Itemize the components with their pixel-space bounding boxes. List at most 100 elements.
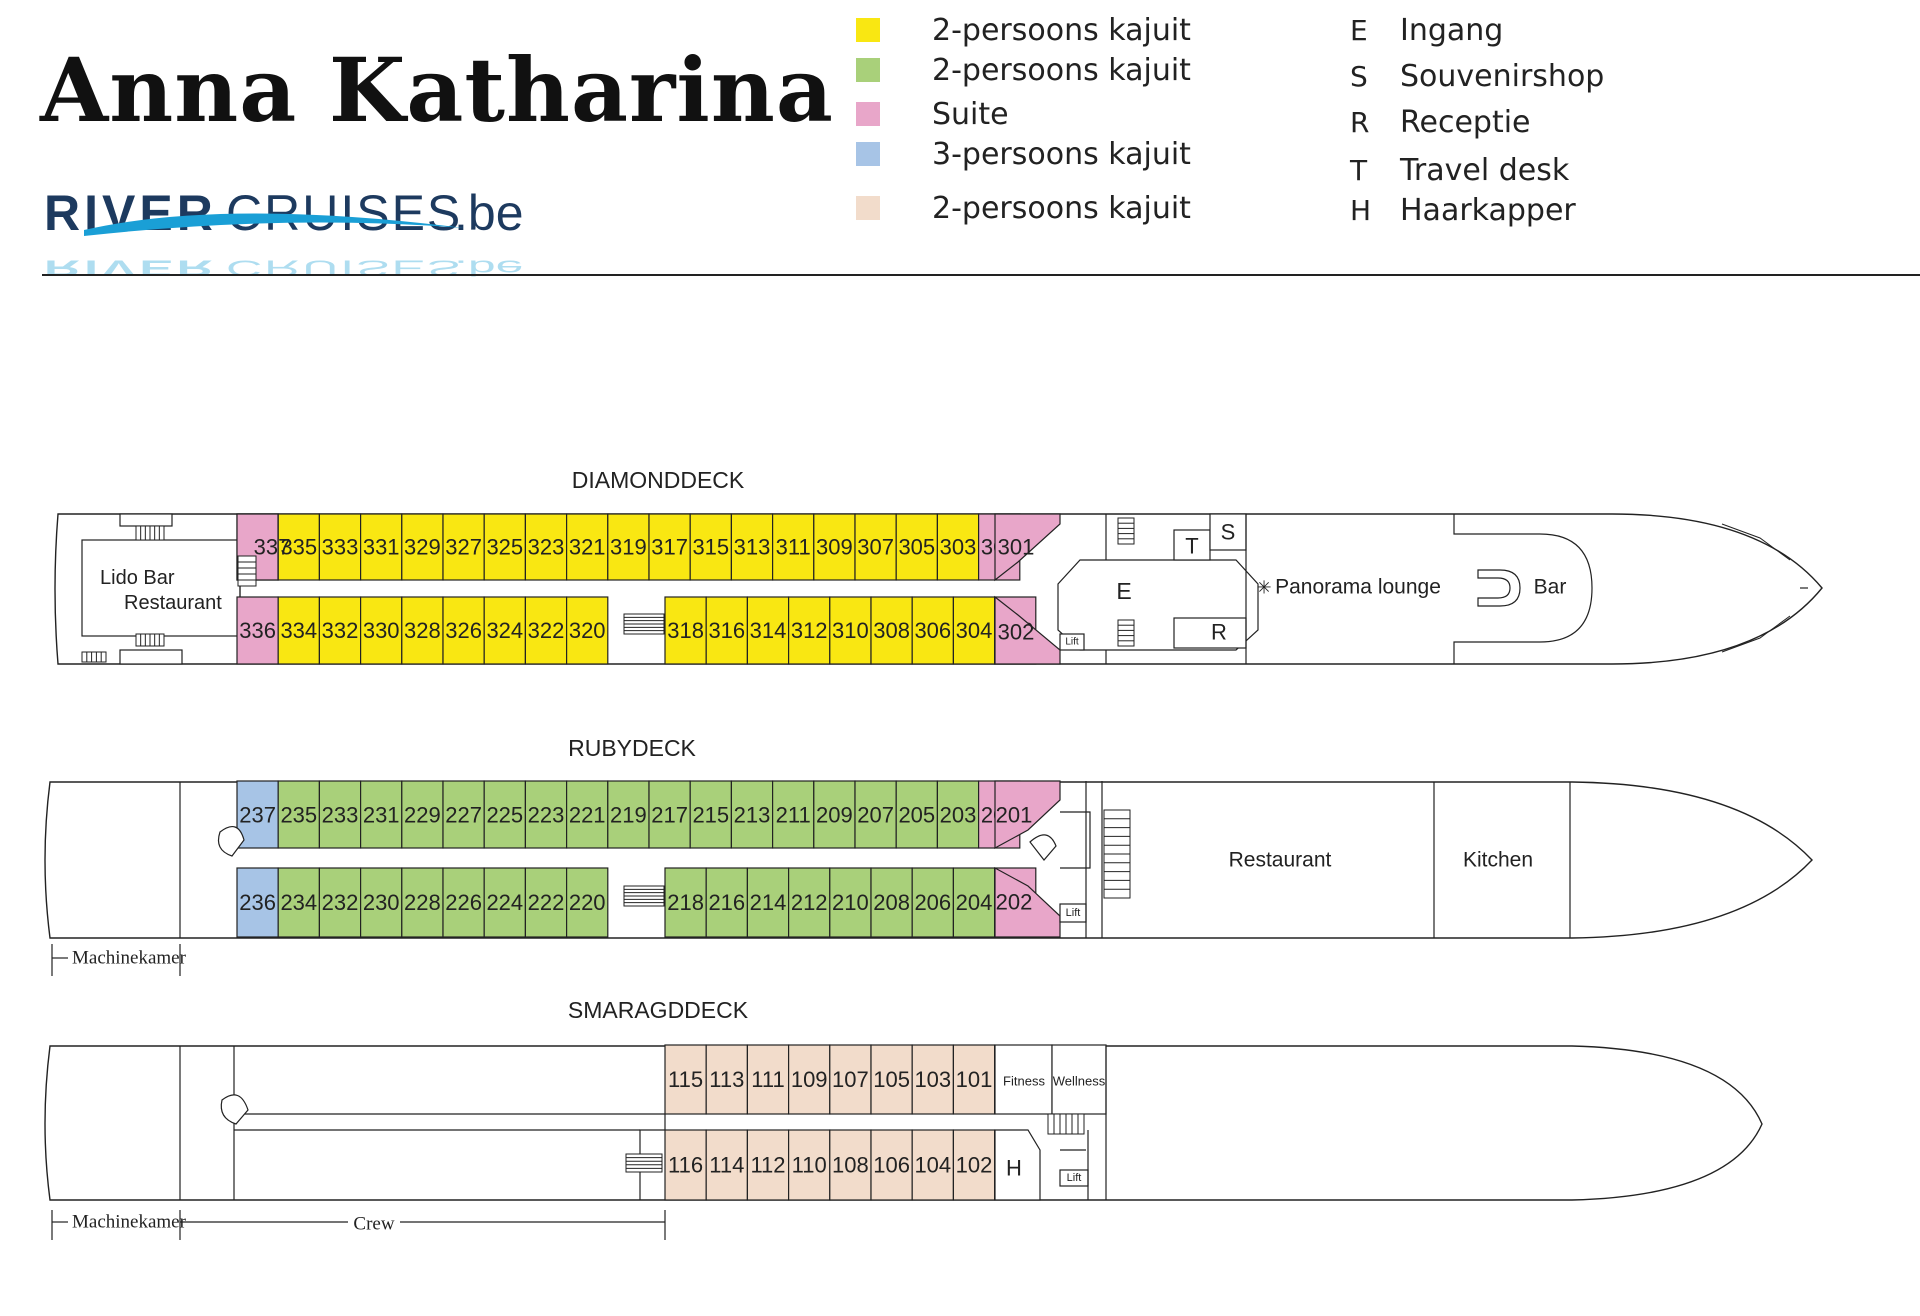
cabin-number: 219: [610, 803, 647, 828]
spiral-stairs-icon: [217, 825, 245, 857]
cabin-number: 212: [791, 890, 828, 915]
cabin-cell: [483, 596, 527, 665]
lift-label: Lift: [1065, 637, 1079, 648]
stairs-icon: [1117, 619, 1135, 647]
svg-text:CRUISES: CRUISES: [226, 255, 462, 280]
suite-bevel: [994, 866, 1061, 938]
cabin-cell: [360, 513, 403, 581]
cabin-number: 203: [940, 803, 977, 828]
lido-label: Lido Bar: [100, 567, 175, 589]
cabin-cell: [730, 780, 774, 849]
compass-icon: ✳: [1256, 578, 1271, 599]
cabin-cell: [483, 780, 527, 849]
cabin-number: 103: [914, 1067, 951, 1092]
facility-label: Souvenirshop: [1400, 58, 1605, 94]
cabin-cell: [870, 867, 913, 938]
hull-outline: [44, 1045, 1763, 1201]
cabin-cell: [895, 780, 939, 849]
cabin-cell: [236, 780, 279, 849]
cabin-number: 331: [363, 535, 400, 560]
logo-cruises-text: CRUISES: [226, 185, 462, 241]
legend-row: 2-persoons kajuit: [856, 50, 1191, 90]
logo-river-text: RIVER: [44, 185, 217, 241]
stairs-icon: [1047, 1113, 1085, 1135]
facility-key: T: [1350, 153, 1368, 187]
cabin-number: 116: [668, 1153, 703, 1178]
lift-label: Lift: [1066, 907, 1081, 919]
legend-label: 2-persoons kajuit: [932, 52, 1191, 88]
cabin-number: 220: [569, 890, 606, 915]
facility-key: H: [1350, 193, 1372, 227]
cabin-cell: [870, 1129, 913, 1201]
engine-room-label: Machinekamer: [72, 1212, 187, 1233]
hairdresser-room: [994, 1129, 1041, 1201]
logo-reflection: RIVER CRUISES .be: [44, 255, 524, 280]
cabin-cell: [360, 780, 403, 849]
cabin-cell: [829, 1044, 872, 1115]
hairdresser-label: H: [1006, 1156, 1022, 1181]
cabin-number: 336: [239, 618, 276, 643]
cabin-cell: [870, 1044, 913, 1115]
stairs-outline: [1117, 619, 1135, 647]
cabin-number: 329: [404, 535, 441, 560]
cabin-number: 106: [873, 1153, 910, 1178]
cabin-cell: [442, 780, 485, 849]
cabin-number: 215: [692, 803, 729, 828]
cabin-number: 201: [996, 803, 1033, 828]
cabin-number: 304: [956, 618, 993, 643]
cabin-cell: [787, 1044, 831, 1115]
cabin-cell: [565, 780, 609, 849]
cabin-cell: [664, 596, 707, 665]
cabin-number: 111: [751, 1067, 784, 1092]
cabin-cell: [565, 596, 609, 665]
lift-box: [1059, 633, 1085, 651]
cabin-number: 324: [486, 618, 523, 643]
cabin-number: 330: [363, 618, 400, 643]
cabin-cell: [787, 596, 831, 665]
facility-legend: E Ingang S Souvenirshop R Receptie T Tra…: [1350, 4, 1770, 234]
cabin-cell: [813, 513, 856, 581]
cabin-number: 109: [791, 1067, 828, 1092]
cabin-cell: [524, 867, 568, 938]
cabin-number: 312: [791, 618, 828, 643]
cabin-number: 325: [486, 535, 523, 560]
cabin-legend: 2-persoons kajuit 2-persoons kajuit Suit…: [856, 4, 1316, 234]
cabin-number: 323: [528, 535, 565, 560]
cabin-number: 210: [832, 890, 869, 915]
cabin-number: 222: [528, 890, 565, 915]
suite-bevel: [994, 513, 1061, 582]
cabin-cell: [236, 596, 279, 665]
cabin-cell: [401, 780, 444, 849]
spiral-stairs-icon: [220, 1094, 249, 1125]
cabin-number: 110: [792, 1153, 827, 1178]
stairs-icon: [1103, 809, 1131, 899]
engine-room-label: Machinekamer: [72, 948, 187, 969]
cabin-number: 115: [668, 1067, 703, 1092]
lift-label: Lift: [1067, 1172, 1082, 1184]
cabin-cell: [318, 513, 362, 581]
cabin-number: 101: [956, 1067, 993, 1092]
cabin-cell: [442, 596, 485, 665]
facility-label: Receptie: [1400, 104, 1531, 140]
stairs-outline: [625, 1153, 663, 1173]
cabin-cell: [360, 867, 403, 938]
legend-swatch: [856, 18, 880, 42]
logo-wave: [84, 213, 464, 236]
cabin-number: 303: [940, 535, 977, 560]
cabin-number: 305: [898, 535, 935, 560]
spiral-stairs-icon: [1029, 834, 1057, 861]
cabin-number: 104: [914, 1153, 951, 1178]
cabin-cell: [771, 780, 815, 849]
cabin-number: 230: [363, 890, 400, 915]
cabin-cell: [689, 513, 733, 581]
restaurant-label: Restaurant: [1229, 849, 1332, 872]
cabin-number: 208: [873, 890, 910, 915]
cabin-number: 322: [528, 618, 565, 643]
cabin-cell: [236, 867, 279, 938]
crew-label: Crew: [353, 1214, 394, 1235]
bar-label: Bar: [1534, 576, 1567, 599]
cabin-cell: [936, 513, 980, 581]
hull-outline: [54, 513, 1823, 665]
facility-row: E Ingang: [1350, 10, 1503, 50]
